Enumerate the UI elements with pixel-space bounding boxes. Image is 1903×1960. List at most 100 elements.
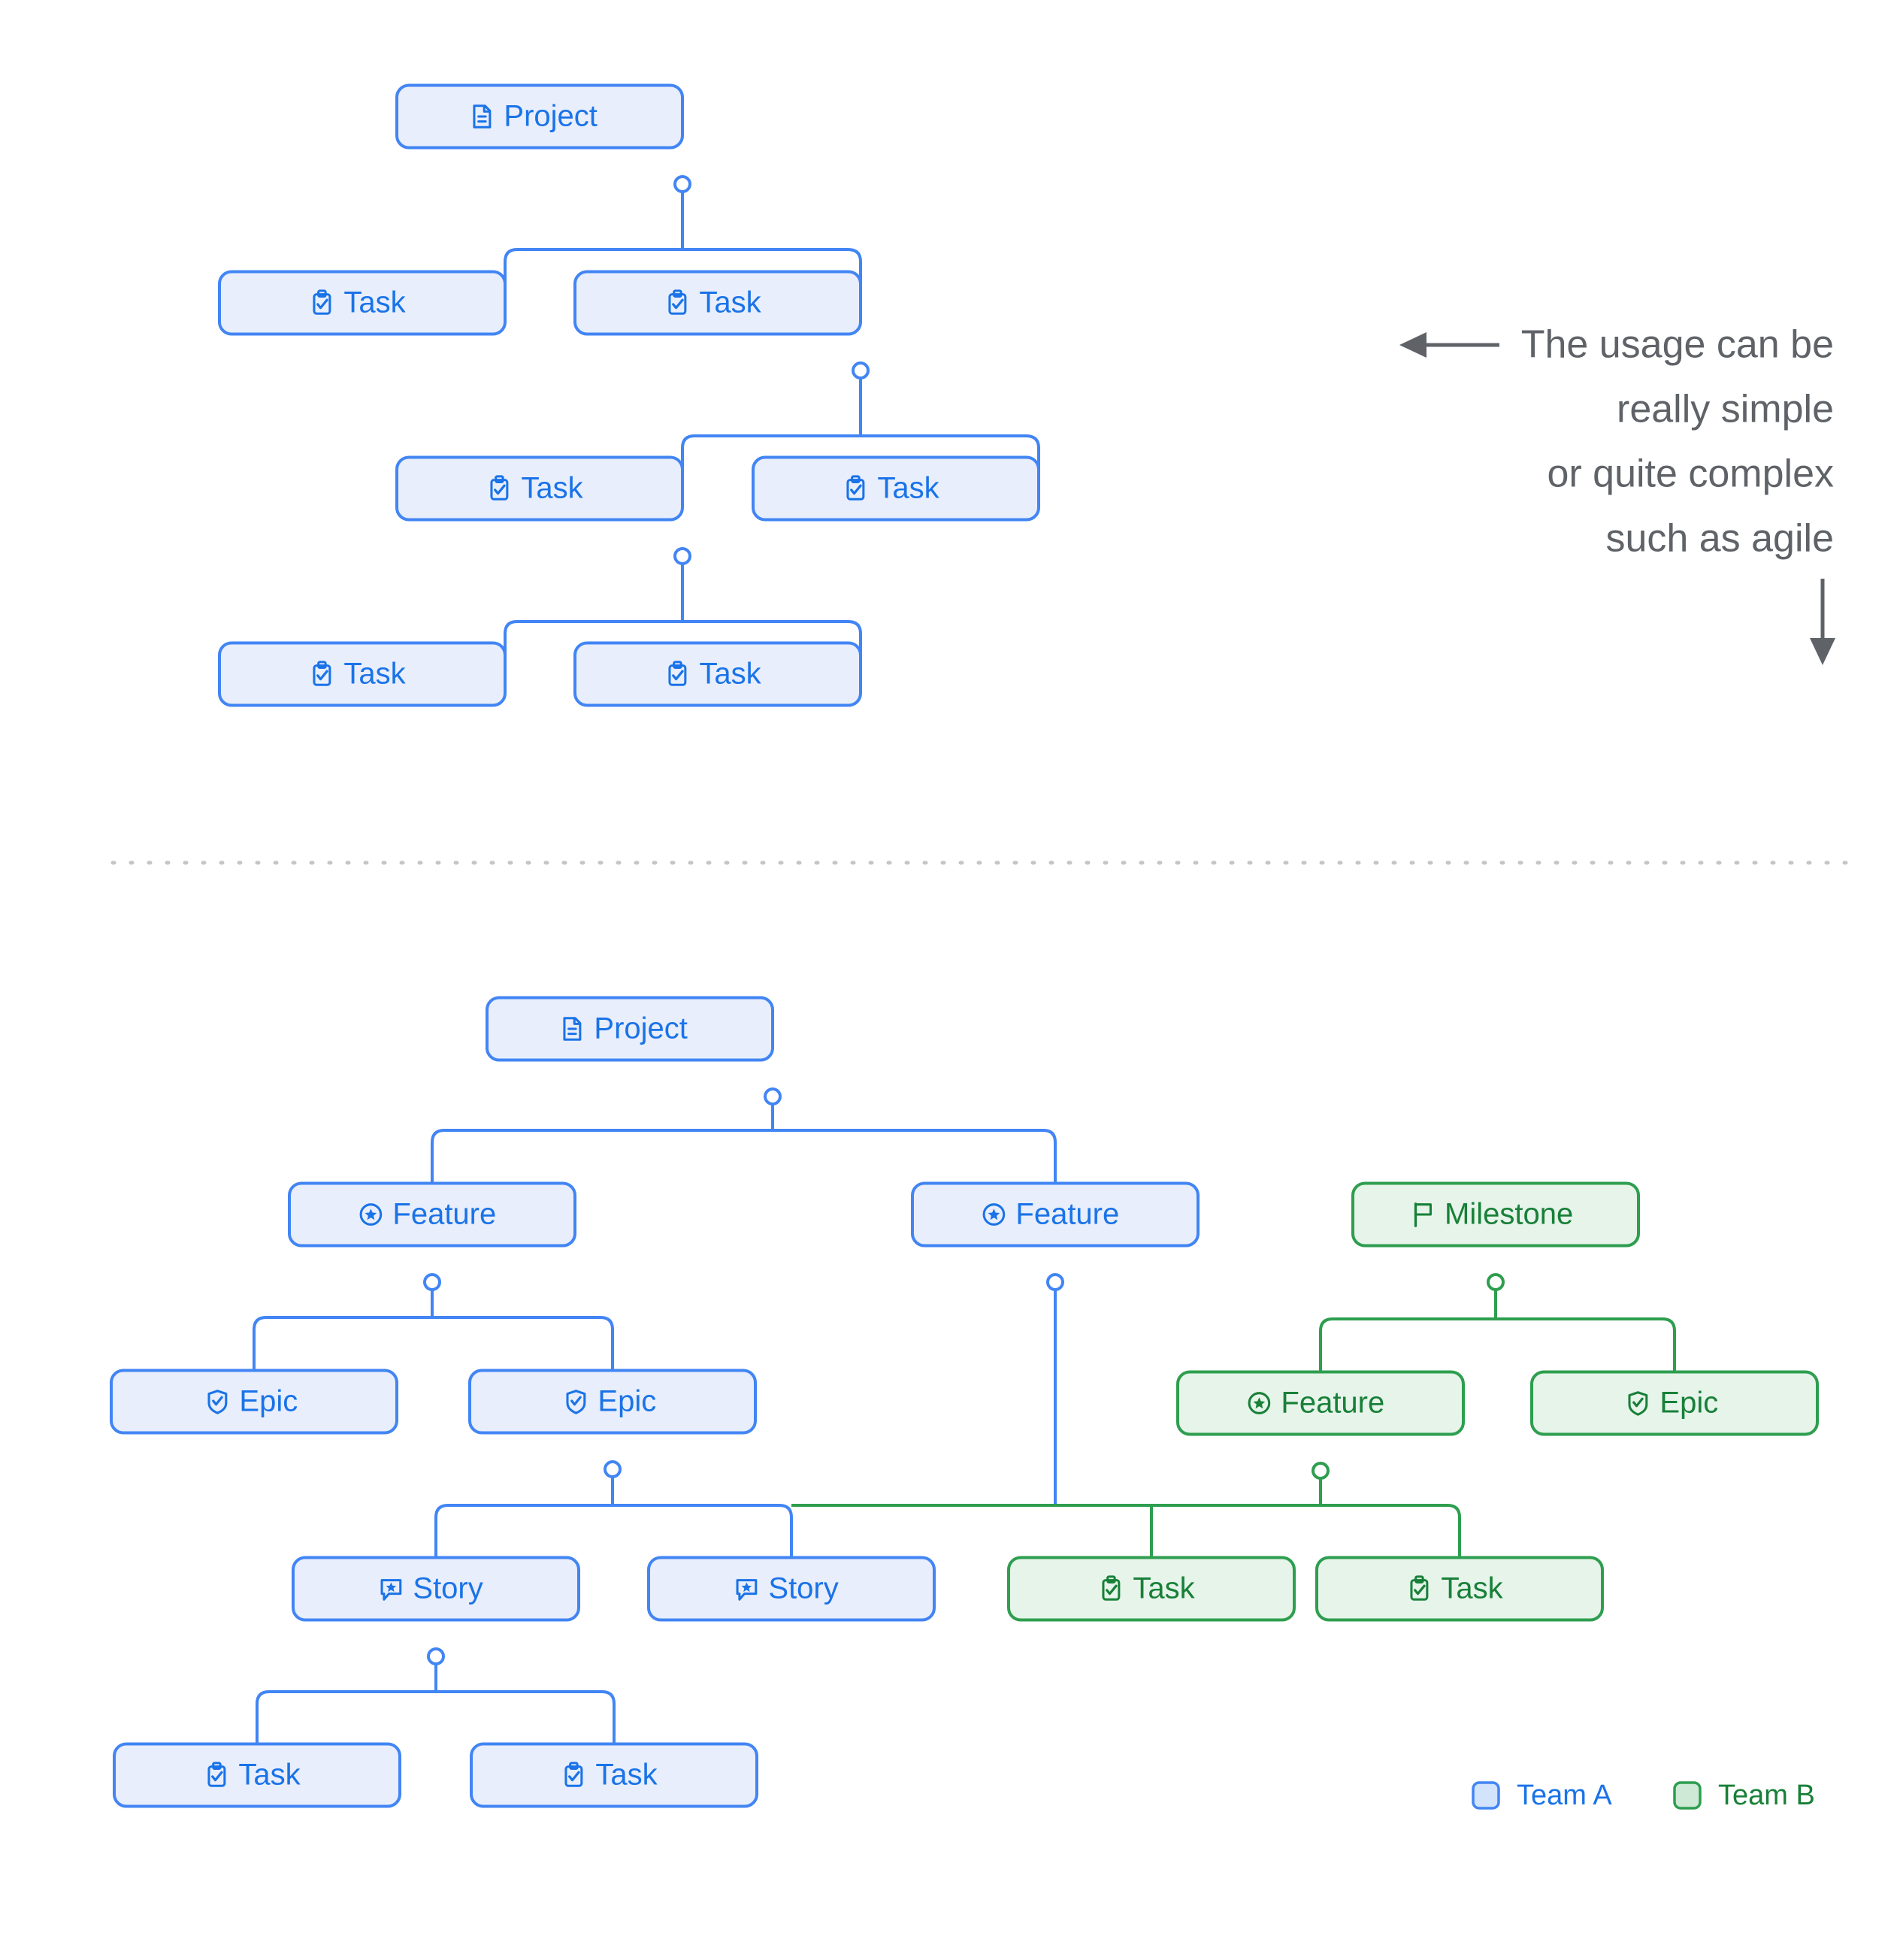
node-box xyxy=(752,455,1040,522)
legend-swatch-team-b xyxy=(1673,1781,1702,1810)
node-label: Task xyxy=(238,1759,301,1792)
connector-dot xyxy=(764,1087,782,1106)
node-story[interactable]: Story xyxy=(647,1556,936,1622)
node-label: Epic xyxy=(239,1385,298,1418)
connector-bus-green-tasks xyxy=(791,1504,1461,1589)
annotation-line-1: The usage can be xyxy=(1521,323,1834,367)
connector-bus-epics xyxy=(253,1316,614,1402)
node-task[interactable]: Task xyxy=(1315,1556,1604,1622)
annotation-line-3: or quite complex xyxy=(1547,452,1834,496)
annotation-line-4: such as agile xyxy=(1605,517,1834,561)
node-box xyxy=(1351,1181,1640,1248)
node-box xyxy=(218,641,507,707)
connector-bus-features xyxy=(431,1129,1057,1214)
connector-bus-level3 xyxy=(504,620,862,674)
node-box xyxy=(113,1742,401,1808)
node-box xyxy=(468,1369,757,1435)
node-box xyxy=(1315,1556,1604,1622)
connector-dot xyxy=(1046,1273,1064,1291)
connector-bus-level2 xyxy=(681,434,1040,488)
connector-dot xyxy=(1487,1273,1505,1291)
node-label: Epic xyxy=(1659,1387,1718,1420)
node-label: Task xyxy=(1133,1572,1195,1605)
node-box xyxy=(573,270,862,336)
node-milestone[interactable]: Milestone xyxy=(1351,1181,1640,1248)
node-story[interactable]: Story xyxy=(292,1556,580,1622)
node-box xyxy=(218,270,507,336)
node-epic[interactable]: Epic xyxy=(468,1369,757,1435)
node-feature[interactable]: Feature xyxy=(288,1181,576,1248)
node-box xyxy=(1007,1556,1296,1622)
connector-bus-stories xyxy=(434,1504,793,1589)
connector-dot xyxy=(852,361,870,380)
node-project[interactable]: Project xyxy=(395,83,684,150)
node-task[interactable]: Task xyxy=(752,455,1040,522)
node-label: Project xyxy=(504,100,598,133)
node-label: Project xyxy=(594,1012,688,1045)
connector-dot xyxy=(427,1647,445,1665)
node-task[interactable]: Task xyxy=(113,1742,401,1808)
node-box xyxy=(911,1181,1200,1248)
node-label: Feature xyxy=(1281,1387,1384,1420)
node-box xyxy=(573,641,862,707)
legend-swatch-team-a xyxy=(1472,1781,1500,1810)
node-box xyxy=(292,1556,580,1622)
node-label: Story xyxy=(768,1572,838,1605)
node-label: Milestone xyxy=(1445,1198,1573,1231)
node-label: Task xyxy=(699,658,761,691)
connector-dot xyxy=(1312,1462,1330,1480)
node-feature[interactable]: Feature xyxy=(911,1181,1200,1248)
node-box xyxy=(1176,1370,1465,1436)
node-label: Task xyxy=(343,286,406,319)
annotation-line-2: really simple xyxy=(1617,388,1834,431)
node-box xyxy=(470,1742,758,1808)
node-label: Task xyxy=(521,472,583,505)
node-box xyxy=(110,1369,398,1435)
connector-bus-level1 xyxy=(504,248,862,303)
node-box xyxy=(395,83,684,150)
node-task[interactable]: Task xyxy=(395,455,684,522)
bottom-diagram-connector-dots-blue xyxy=(423,1087,1064,1665)
node-project[interactable]: Project xyxy=(486,996,774,1062)
node-label: Task xyxy=(1441,1572,1503,1605)
node-label: Task xyxy=(343,658,406,691)
legend-item-team-b[interactable]: Team B xyxy=(1673,1780,1815,1811)
node-epic[interactable]: Epic xyxy=(1530,1370,1819,1436)
node-label: Feature xyxy=(1015,1198,1119,1231)
node-box xyxy=(486,996,774,1062)
legend-label-team-b: Team B xyxy=(1718,1780,1815,1811)
node-task[interactable]: Task xyxy=(573,641,862,707)
legend-item-team-a[interactable]: Team A xyxy=(1472,1780,1612,1811)
node-task[interactable]: Task xyxy=(470,1742,758,1808)
top-diagram-connectors xyxy=(504,184,1040,674)
connector-dot xyxy=(673,175,691,193)
node-label: Task xyxy=(699,286,761,319)
node-feature[interactable]: Feature xyxy=(1176,1370,1465,1436)
node-epic[interactable]: Epic xyxy=(110,1369,398,1435)
node-task[interactable]: Task xyxy=(1007,1556,1296,1622)
annotation-note: The usage can be really simple or quite … xyxy=(1399,323,1835,665)
legend: Team A Team B xyxy=(1472,1780,1815,1811)
node-task[interactable]: Task xyxy=(218,641,507,707)
top-diagram-connector-dots xyxy=(673,175,870,565)
legend-label-team-a: Team A xyxy=(1517,1780,1612,1811)
node-box xyxy=(1530,1370,1819,1436)
node-task[interactable]: Task xyxy=(573,270,862,336)
connector-bus-bottom-tasks xyxy=(256,1690,616,1775)
connector-dot xyxy=(604,1460,622,1478)
connector-bus-green-children xyxy=(1319,1317,1676,1403)
node-box xyxy=(288,1181,576,1248)
connector-dot xyxy=(673,547,691,565)
arrow-left-icon xyxy=(1399,332,1499,358)
node-task[interactable]: Task xyxy=(218,270,507,336)
bottom-diagram-connector-dots-green xyxy=(1312,1273,1505,1480)
node-label: Epic xyxy=(598,1385,656,1418)
node-label: Story xyxy=(413,1572,483,1605)
bottom-diagram-connectors-blue xyxy=(253,1096,1057,1775)
node-box xyxy=(647,1556,936,1622)
connector-dot xyxy=(423,1273,441,1291)
node-label: Task xyxy=(877,472,939,505)
